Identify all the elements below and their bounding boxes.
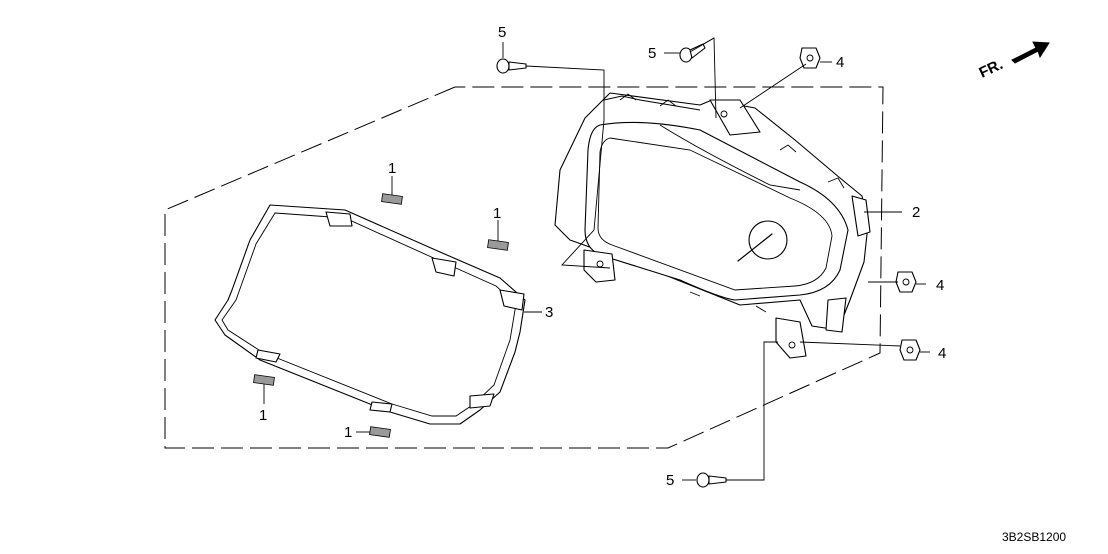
clip-part-1-b[interactable] [487, 239, 509, 251]
callout-4-mid: 4 [936, 277, 944, 294]
callout-5-bottom: 5 [666, 472, 674, 489]
callout-5-mid: 5 [648, 45, 656, 62]
callout-4-low: 4 [938, 345, 946, 362]
screw-part-5-top[interactable] [496, 58, 527, 74]
nut-part-4-mid[interactable] [895, 271, 917, 293]
assembly-boundary [164, 86, 884, 449]
callout-1-d: 1 [344, 424, 352, 441]
callout-1-b: 1 [493, 205, 501, 222]
callout-2: 2 [912, 204, 920, 221]
clip-part-1-a[interactable] [381, 193, 403, 205]
nut-part-4-top[interactable] [799, 47, 821, 69]
leader-lines [263, 37, 930, 481]
meter-visor[interactable] [214, 204, 526, 425]
callout-3: 3 [545, 304, 553, 321]
direction-arrow-icon [1011, 41, 1050, 64]
callout-1-a: 1 [388, 160, 396, 177]
direction-label: FR. [977, 56, 1006, 82]
clip-part-1-c[interactable] [253, 374, 275, 386]
screw-part-5-bottom[interactable] [696, 472, 727, 488]
meter-cluster-assembly[interactable] [554, 92, 871, 359]
callout-1-c: 1 [259, 407, 267, 424]
clip-part-1-d[interactable] [369, 426, 391, 438]
callout-4-top: 4 [836, 54, 844, 71]
screw-part-5-mid[interactable] [679, 43, 706, 63]
callout-labels: 5 5 4 2 4 4 5 1 1 3 1 1 [259, 24, 946, 489]
diagram-code: 3B2SB1200 [1002, 530, 1066, 544]
callout-5-top: 5 [498, 24, 506, 41]
nut-part-4-low[interactable] [899, 339, 921, 361]
front-direction-indicator: FR. [977, 41, 1050, 82]
